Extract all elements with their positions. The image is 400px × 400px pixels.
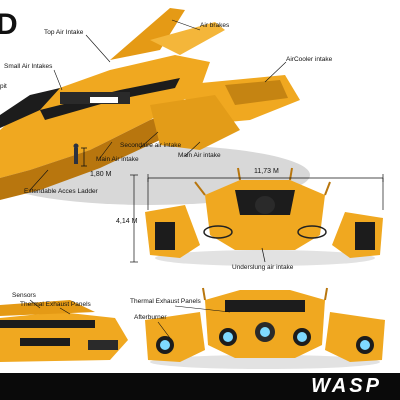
rear-right-wing <box>325 312 385 362</box>
label-aircooler-intake: AirCooler intake <box>286 56 333 63</box>
label-undersling-air-intake: Underslung air intake <box>232 264 294 271</box>
aircooler-grill <box>225 80 288 105</box>
ship-rear-view <box>145 287 385 369</box>
label-main-air-intake-right: Main Air intake <box>178 152 221 159</box>
label-cockpit: pit <box>0 83 7 90</box>
label-extendable-ladder: Extendable Acces Ladder <box>24 188 98 195</box>
rear-fin <box>150 22 225 55</box>
dimension-height: 4,14 M <box>116 218 138 225</box>
label-top-air-intake: Top Air Intake <box>44 29 84 36</box>
label-sensors: Sensors <box>12 292 36 299</box>
side-callout-lines <box>29 19 287 191</box>
ship-rear-side-view <box>0 300 128 362</box>
rear-side-hull <box>0 312 128 362</box>
hull-underside <box>0 100 205 200</box>
brand-logo: WASP <box>311 375 382 397</box>
label-afterburner: Afterburner <box>134 314 167 321</box>
rear-side-callout-lines <box>29 299 71 315</box>
hull-decal <box>90 97 118 103</box>
label-main-air-intake-left: Main Air intake <box>96 156 139 163</box>
dimension-figure-height: 1,80 M <box>90 171 112 178</box>
label-thermal-exhaust-left: Thermal Exhaust Panels <box>20 301 91 308</box>
air-brake-fin <box>110 8 185 60</box>
label-small-air-intakes: Small Air Intakes <box>4 63 53 70</box>
corner-logo-fragment: D <box>0 8 18 41</box>
label-secondaire-air-intake: Secondaire air intake <box>120 142 182 149</box>
ship-side-view <box>0 8 310 205</box>
label-air-brakes: Air brakes <box>200 22 230 29</box>
dimension-width: 11,73 M <box>254 168 279 175</box>
ship-front-view <box>145 167 383 266</box>
footer-brand-bar: WASP <box>0 373 400 400</box>
cockpit-glass <box>0 88 60 128</box>
label-thermal-exhaust-right: Thermal Exhaust Panels <box>130 298 201 305</box>
pilot-figure <box>74 148 78 164</box>
front-dimension-lines <box>130 174 384 263</box>
rear-callout-lines <box>157 305 231 339</box>
lower-pod <box>150 95 240 150</box>
